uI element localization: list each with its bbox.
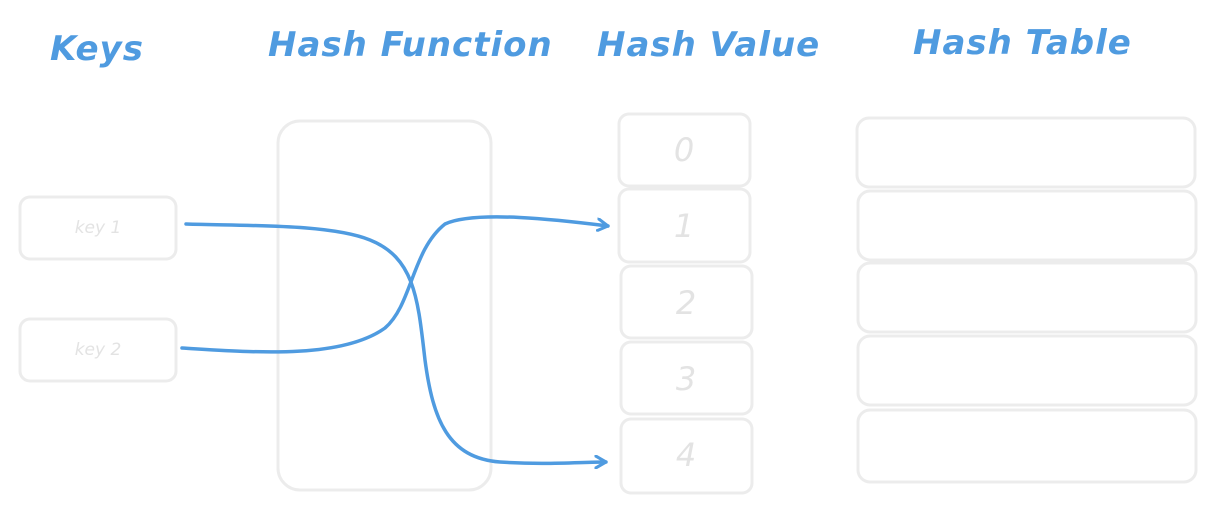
key-2-box: key 2	[18, 317, 178, 383]
key-2-label: key 2	[75, 340, 122, 360]
hash-value-cell-4: 4	[619, 417, 754, 495]
hash-function-box	[276, 119, 493, 492]
hash-value-cell-3: 3	[619, 340, 754, 416]
hash-value-cell-2: 2	[619, 264, 754, 340]
hash-table-heading: Hash Table	[913, 23, 1132, 63]
hash-table-slot	[856, 408, 1198, 484]
keys-heading: Keys	[50, 29, 144, 69]
hash-table-slot	[855, 116, 1197, 189]
hash-table-slot	[856, 334, 1198, 407]
hash-value-label-0: 0	[674, 131, 694, 169]
hash-value-label-3: 3	[676, 360, 696, 398]
key-1-box: key 1	[18, 195, 178, 261]
hash-value-heading: Hash Value	[597, 25, 820, 65]
hash-value-label-2: 2	[676, 284, 696, 322]
arrow-key-2-to-1	[180, 215, 610, 354]
hash-value-label-1: 1	[674, 207, 694, 245]
hash-value-cell-1: 1	[617, 187, 752, 264]
hash-table-slot	[856, 189, 1198, 262]
hash-table-slot	[856, 261, 1198, 334]
arrow-key-1-to-4	[184, 222, 608, 463]
key-1-label: key 1	[75, 218, 122, 238]
hash-function-heading: Hash Function	[268, 25, 553, 65]
hash-value-cell-0: 0	[617, 112, 752, 188]
hash-value-label-4: 4	[676, 436, 696, 474]
